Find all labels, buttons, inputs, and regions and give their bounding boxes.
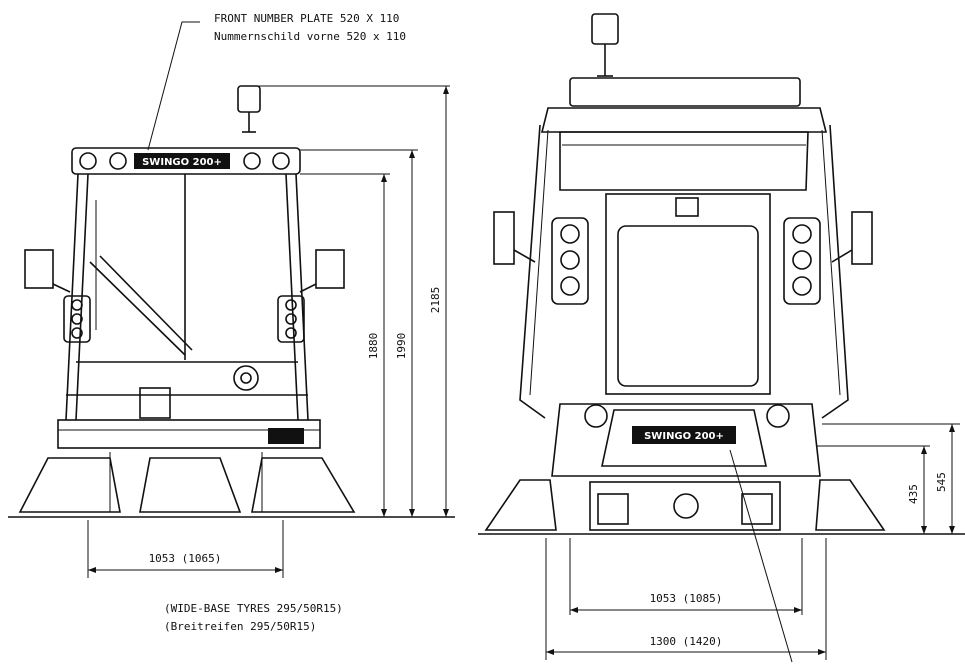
rear-window [617,225,759,387]
tyre-note-en: (WIDE-BASE TYRES 295/50R15) [164,602,343,615]
front-track-dimension: 1053 (1065) [149,552,222,565]
front-view: FRONT NUMBER PLATE 520 X 110 Nummernschi… [8,12,455,633]
plate-label-de: Nummernschild vorne 520 x 110 [214,30,406,43]
front-chassis [57,419,321,449]
height-1990-dimension: 1990 [395,333,408,360]
rear-plate-recess [601,409,767,467]
rear-right-brush [815,479,886,531]
rear-width-dimension: 1300 (1420) [650,635,723,648]
rear-left-mirror [493,211,515,265]
rear-hopper-top [559,131,809,191]
rear-plate-leader [729,449,793,663]
plate-label-en: FRONT NUMBER PLATE 520 X 110 [214,12,399,25]
rear-door [605,193,771,395]
rear-beacon-icon [591,13,619,77]
center-brush [139,457,242,513]
left-mirror [24,249,54,289]
right-brush [251,457,356,513]
left-brush [18,457,121,513]
height-1880-dimension: 1880 [367,333,380,360]
rear-height-435-dimension: 435 [907,484,920,504]
rear-right-mirror [851,211,873,265]
rear-height-545-dimension: 545 [935,472,948,492]
height-2185-dimension: 2185 [429,287,442,314]
right-mirror [315,249,345,289]
rear-track-dimension: 1053 (1085) [650,592,723,605]
rear-left-brush [484,479,557,531]
tyre-note-de: (Breitreifen 295/50R15) [164,620,316,633]
rear-number-plate [632,426,736,444]
beacon-icon [237,85,261,133]
rear-brand-text: SWINGO 200+ [644,431,724,442]
front-number-plate [134,153,230,169]
brand-text: SWINGO 200+ [142,157,222,168]
cab-roof [71,147,301,175]
rear-view: SWINGO 200+ 1053 (1085) 1300 (1420) 435 [478,13,965,663]
rear-roof [569,77,801,107]
rear-bumper [551,403,821,477]
plate-leader-line [147,21,200,151]
rear-axle [589,481,781,531]
